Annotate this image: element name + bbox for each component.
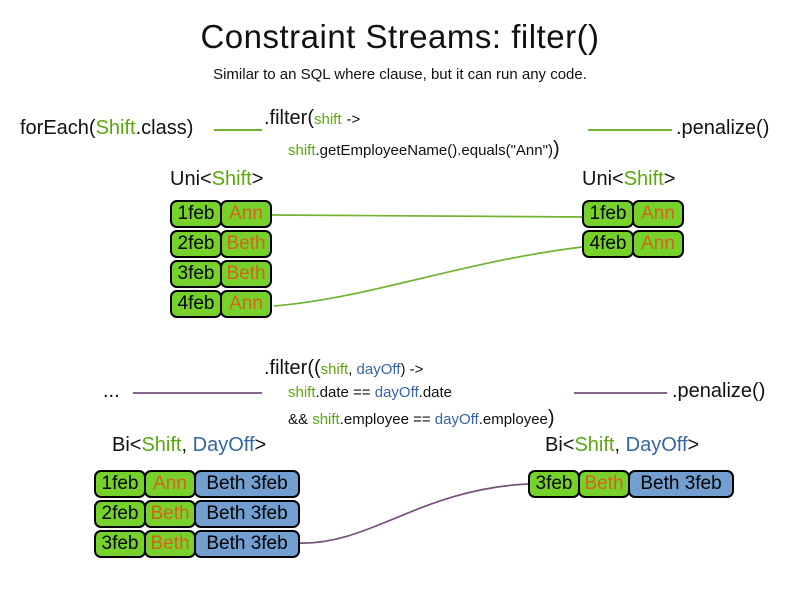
uni-left-label: Uni<Shift>: [170, 168, 263, 191]
bi-type1: Shift: [574, 434, 615, 456]
dayoff-cell: Beth 3feb: [194, 500, 300, 528]
page-title: Constraint Streams: filter(): [200, 18, 600, 55]
uni-left-table: 1feb Ann 2feb Beth 3feb Beth 4feb Ann: [170, 200, 272, 320]
shift-employee-cell: Beth: [220, 260, 272, 288]
dayoff-cell: Beth 3feb: [628, 470, 734, 498]
l3-param2: dayOff: [434, 411, 479, 428]
shift-date-cell: 3feb: [170, 260, 222, 288]
table-row: 2feb Beth: [170, 230, 272, 258]
body-param: shift: [288, 142, 316, 159]
bi-open: Bi<: [545, 434, 575, 456]
filter-open: .filter((: [264, 357, 321, 379]
ellipsis-code: ...: [103, 380, 120, 402]
foreach-type: Shift: [95, 117, 136, 139]
filter-arrow: ) ->: [400, 361, 424, 378]
shift-date-cell: 2feb: [94, 500, 146, 528]
shift-employee-cell: Ann: [632, 200, 684, 228]
shift-employee-cell: Beth: [220, 230, 272, 258]
bi-right-table: 3feb Beth Beth 3feb: [528, 470, 734, 500]
page-subtitle: Similar to an SQL where clause, but it c…: [213, 66, 587, 83]
shift-employee-cell: Ann: [632, 230, 684, 258]
shift-date-cell: 3feb: [528, 470, 580, 498]
filter-param: shift: [314, 111, 342, 128]
penalize-mid: .penalize(): [672, 380, 766, 402]
shift-date-cell: 1feb: [170, 200, 222, 228]
dayoff-cell: Beth 3feb: [194, 470, 300, 498]
dayoff-cell: Beth 3feb: [194, 530, 300, 558]
foreach-open: forEach(: [20, 117, 96, 139]
l2-param2: dayOff: [374, 384, 419, 401]
l2-op: .date ==: [315, 384, 375, 401]
filter-body-mid-line2: && shift.employee == dayOff.employee): [288, 407, 555, 430]
bi-left-label: Bi<Shift, DayOff>: [112, 434, 266, 457]
uni-close: >: [663, 168, 676, 190]
bi-close: >: [254, 434, 267, 456]
table-row: 1feb Ann: [170, 200, 272, 228]
l3-close-paren: ): [547, 407, 555, 429]
body-expr: .getEmployeeName().equals("Ann"): [315, 142, 553, 159]
l3-param1: shift: [312, 411, 340, 428]
table-row: 1feb Ann: [582, 200, 684, 228]
filter-param1: shift: [320, 361, 349, 378]
filter-comma: ,: [348, 361, 357, 378]
bi-type1: Shift: [141, 434, 182, 456]
l2-end: .date: [418, 384, 453, 401]
table-row: 1feb Ann Beth 3feb: [94, 470, 300, 498]
l3-and: &&: [288, 411, 313, 428]
uni-right-label: Uni<Shift>: [582, 168, 675, 191]
table-row: 4feb Ann: [170, 290, 272, 318]
uni-open: Uni<: [170, 168, 212, 190]
filter-arrow: ->: [346, 111, 361, 128]
filter-call-top: .filter(shift->: [264, 107, 360, 130]
l2-param1: shift: [288, 384, 316, 401]
l3-end: .employee: [478, 411, 548, 428]
table-row: 3feb Beth: [170, 260, 272, 288]
bi-left-table: 1feb Ann Beth 3feb 2feb Beth Beth 3feb 3…: [94, 470, 300, 560]
bi-type2: DayOff: [625, 434, 688, 456]
foreach-code: forEach(Shift.class): [20, 117, 193, 140]
body-close-paren: ): [552, 138, 560, 160]
shift-employee-cell: Ann: [144, 470, 196, 498]
bi-comma: ,: [181, 434, 193, 456]
shift-date-cell: 4feb: [582, 230, 634, 258]
uni-open: Uni<: [582, 168, 624, 190]
uni-type: Shift: [623, 168, 664, 190]
shift-date-cell: 1feb: [94, 470, 146, 498]
bi-comma: ,: [614, 434, 626, 456]
bi-type2: DayOff: [192, 434, 255, 456]
bi-close: >: [687, 434, 700, 456]
table-row: 3feb Beth Beth 3feb: [528, 470, 734, 498]
shift-employee-cell: Ann: [220, 290, 272, 318]
shift-date-cell: 4feb: [170, 290, 222, 318]
shift-date-cell: 1feb: [582, 200, 634, 228]
shift-employee-cell: Ann: [220, 200, 272, 228]
uni-close: >: [251, 168, 264, 190]
filter-open: .filter(: [264, 107, 314, 129]
filter-param2: dayOff: [356, 361, 401, 378]
uni-type: Shift: [211, 168, 252, 190]
bi-open: Bi<: [112, 434, 142, 456]
penalize-top: .penalize(): [676, 117, 770, 139]
table-row: 3feb Beth Beth 3feb: [94, 530, 300, 558]
curve-4feb-ann-match: [273, 246, 583, 307]
shift-employee-cell: Beth: [144, 500, 196, 528]
table-row: 4feb Ann: [582, 230, 684, 258]
shift-date-cell: 3feb: [94, 530, 146, 558]
filter-call-mid: .filter((shift, dayOff) ->: [264, 357, 423, 380]
shift-employee-cell: Beth: [144, 530, 196, 558]
table-row: 2feb Beth Beth 3feb: [94, 500, 300, 528]
filter-body-mid-line1: shift.date == dayOff.date: [288, 384, 452, 401]
foreach-close: .class): [135, 117, 194, 139]
filter-body-top: shift.getEmployeeName().equals("Ann")): [288, 138, 560, 161]
uni-right-table: 1feb Ann 4feb Ann: [582, 200, 684, 260]
shift-date-cell: 2feb: [170, 230, 222, 258]
l3-op: .employee ==: [339, 411, 435, 428]
curve-bi-3feb-match: [296, 483, 529, 544]
bi-right-label: Bi<Shift, DayOff>: [545, 434, 699, 457]
line-1feb-ann-match: [271, 214, 583, 218]
shift-employee-cell: Beth: [578, 470, 630, 498]
